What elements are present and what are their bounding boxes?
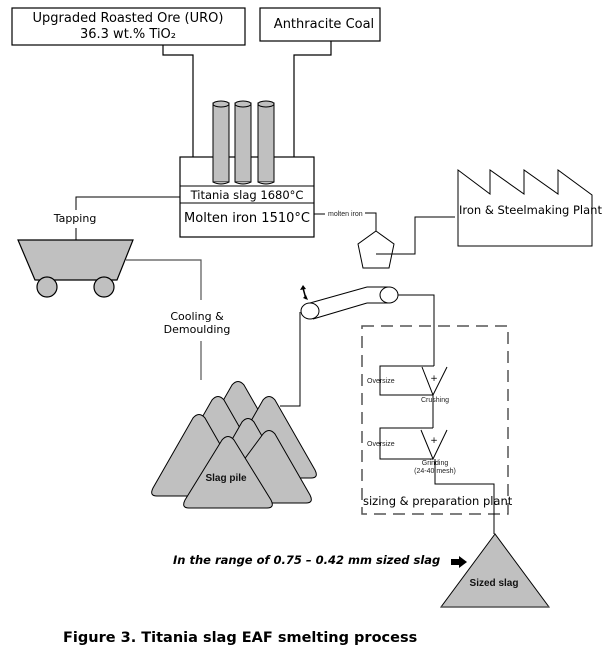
electrode	[234, 100, 252, 185]
cooling-label-line2: Demoulding	[164, 323, 231, 336]
slag-layer-label: Titania slag 1680°C	[190, 188, 304, 202]
sized-slag-label: Sized slag	[470, 578, 519, 589]
range-note: In the range of 0.75 – 0.42 mm sized sla…	[173, 553, 440, 567]
uro-label-line1: Upgraded Roasted Ore (URO)	[33, 11, 224, 26]
oversize-label-1: Oversize	[367, 378, 395, 385]
uro-input-box: Upgraded Roasted Ore (URO) 36.3 wt.% TiO…	[11, 7, 246, 46]
iron-ladle	[357, 230, 395, 269]
steelmaking-plant: Iron & Steelmaking Plant	[457, 169, 602, 247]
sized-slag-pile: Sized slag	[440, 533, 550, 608]
ladle-to-plant-line	[376, 216, 455, 255]
pile-to-conveyor-line	[280, 312, 301, 407]
uro-feed-line	[162, 45, 194, 157]
adjust-arrow-icon	[300, 285, 308, 300]
coal-label: Anthracite Coal	[274, 17, 374, 32]
cooling-line	[126, 259, 202, 300]
slag-pile-label: Slag pile	[205, 473, 247, 484]
conveyor-belt	[300, 285, 399, 320]
conveyor-to-crusher-line	[398, 294, 435, 366]
molten-iron-line-2	[365, 212, 377, 231]
electrode	[257, 100, 275, 185]
steel-plant-label: Iron & Steelmaking Plant	[459, 203, 602, 217]
coal-feed-line	[293, 41, 332, 157]
crushing-label: Crushing	[421, 397, 449, 404]
oversize-label-2: Oversize	[367, 441, 395, 448]
slag-pile	[151, 381, 317, 509]
tapping-label: Tapping	[53, 212, 97, 225]
tapping-line	[75, 196, 180, 210]
svg-text:+: +	[430, 436, 438, 446]
molten-iron-label: molten iron	[328, 211, 363, 218]
grinder-to-sized-slag-line	[434, 459, 495, 534]
uro-label-line2: 36.3 wt.% TiO₂	[80, 27, 176, 42]
right-arrow-icon	[451, 556, 467, 568]
sizing-plant-label: sizing & preparation plant	[363, 494, 513, 508]
slag-cart	[17, 239, 134, 298]
electrode	[212, 100, 230, 185]
crushing-stage: + Oversize Crushing	[367, 365, 449, 404]
electrodes	[212, 100, 275, 185]
iron-layer-label: Molten iron 1510°C	[184, 211, 310, 226]
cooling-label-line1: Cooling &	[170, 310, 224, 323]
grinding-stage: + Oversize Grinding (24-40 mesh)	[367, 427, 456, 475]
svg-text:+: +	[430, 374, 438, 384]
sizing-plant-boundary	[361, 325, 509, 515]
figure-caption: Figure 3. Titania slag EAF smelting proc…	[63, 630, 417, 646]
coal-input-box: Anthracite Coal	[259, 7, 381, 42]
